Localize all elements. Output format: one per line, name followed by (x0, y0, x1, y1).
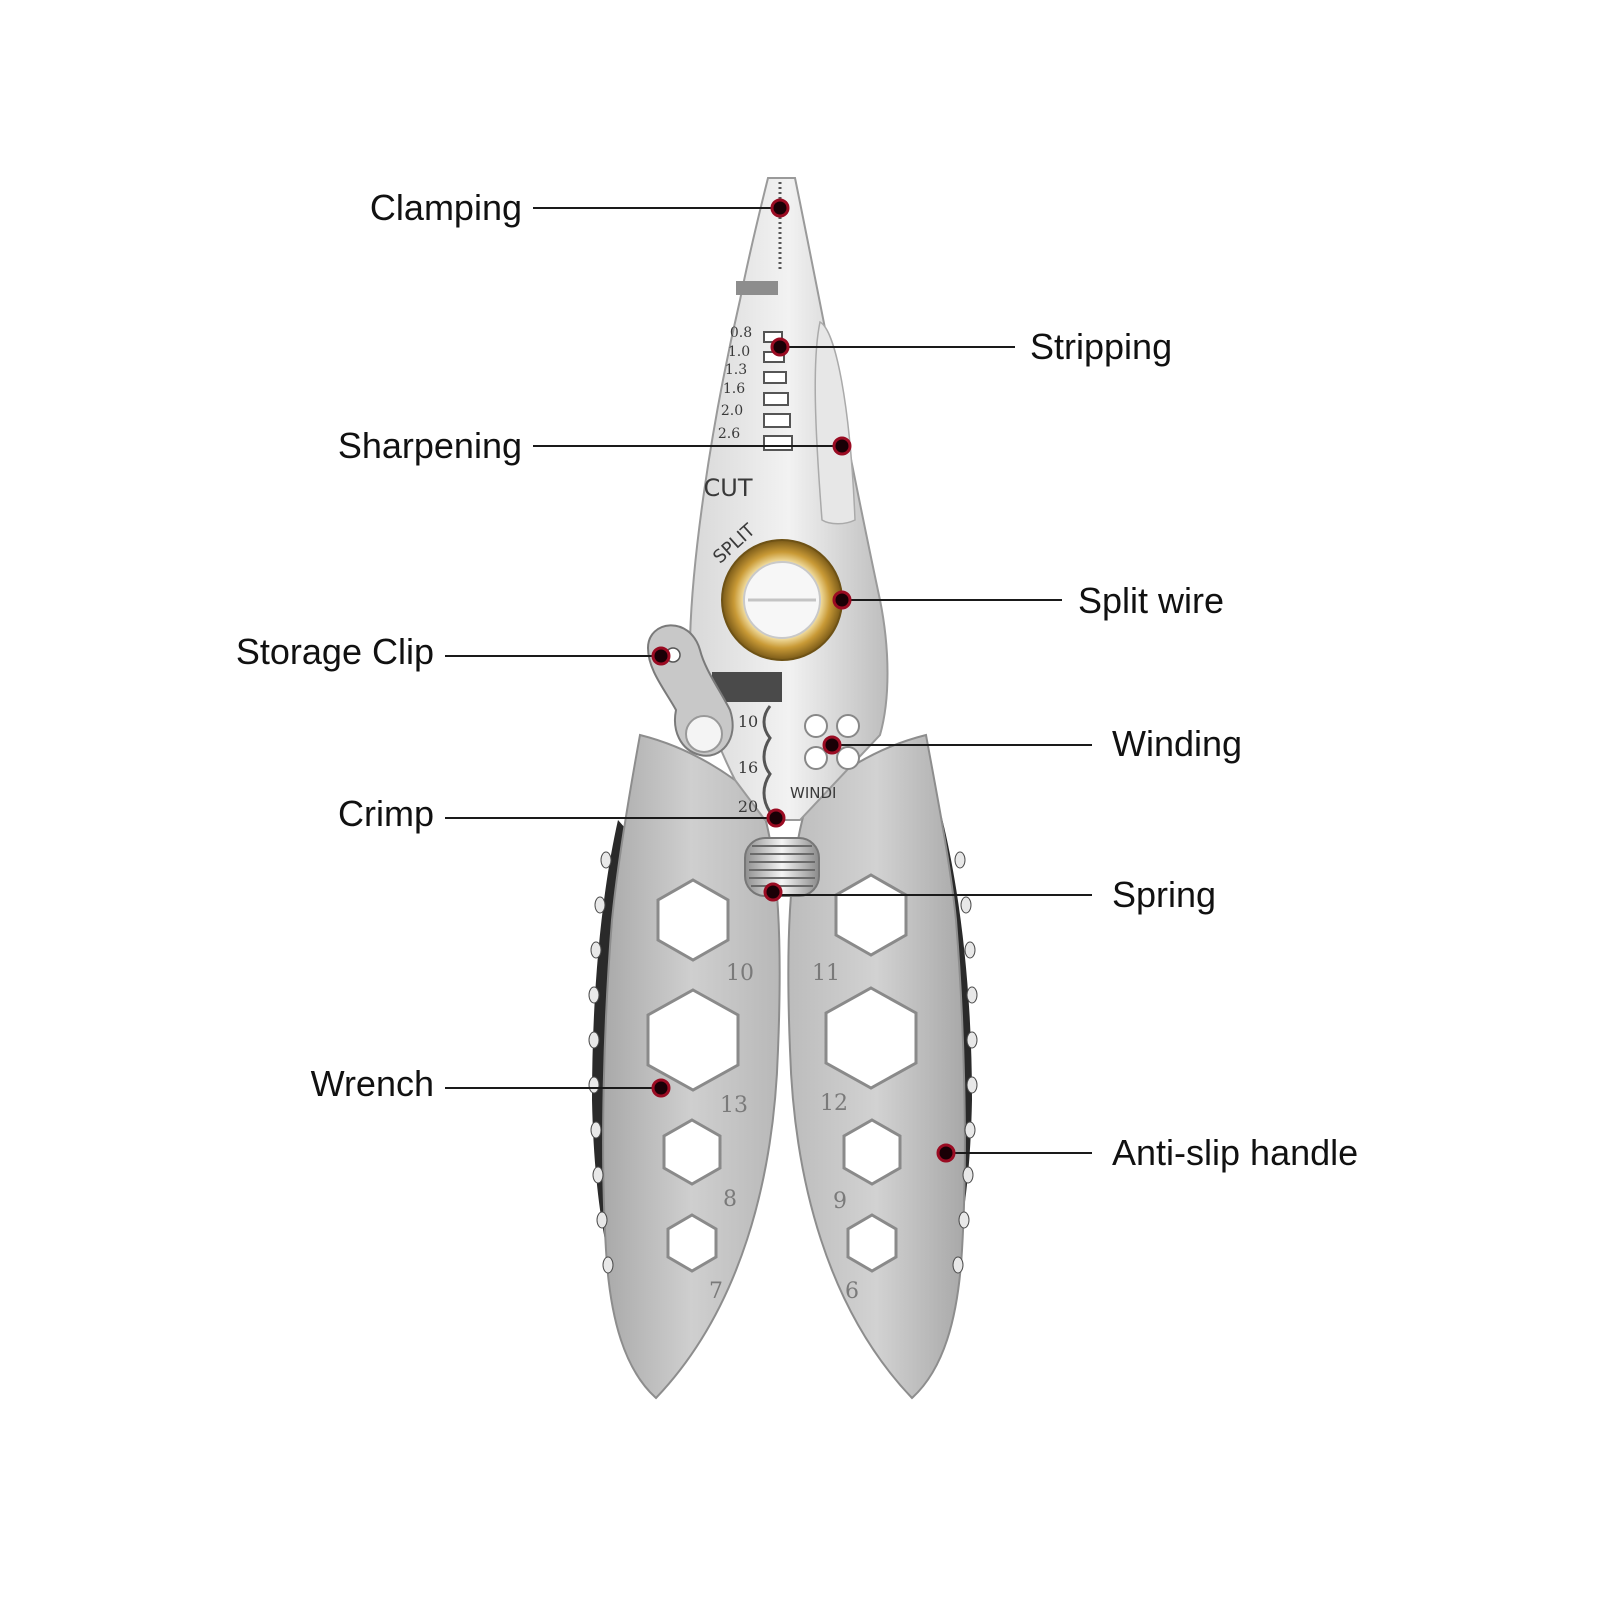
crimp-gauge-2: 20 (738, 797, 758, 816)
anti-slip-handle-dot (936, 1143, 956, 1163)
wrench-size-left-1: 10 (726, 961, 754, 986)
strip-gauge-0: 0.8 (730, 325, 752, 341)
strip-gauge-5: 2.6 (718, 426, 740, 442)
label-anti-slip-handle: Anti-slip handle (1112, 1132, 1358, 1173)
strip-gauge-4: 2.0 (721, 403, 743, 419)
label-clamping: Clamping (370, 187, 522, 228)
clip-rivet (685, 715, 723, 753)
jaw-head: 0.8 1.0 1.3 1.6 2.0 2.6 CUT SPLIT 10 16 … (688, 177, 889, 821)
wrench-size-right-4: 6 (845, 1279, 859, 1304)
winding-engraving: WINDI (790, 784, 836, 802)
clamping-dot (770, 198, 790, 218)
strip-gauge-3: 1.6 (723, 381, 745, 397)
storage-clip-dot (651, 646, 671, 666)
split-wire-dot (832, 590, 852, 610)
callout-labels: Clamping Stripping Sharpening Split wire… (236, 187, 1358, 1173)
strip-gauge-2: 1.3 (725, 362, 747, 378)
sharpening-edge (814, 320, 856, 525)
spring (744, 837, 820, 897)
crimp-dot (766, 808, 786, 828)
label-stripping: Stripping (1030, 326, 1172, 367)
wrench-size-labels: 10 13 8 7 11 12 9 6 (709, 961, 859, 1304)
wrench-holes (646, 873, 918, 1273)
label-winding: Winding (1112, 723, 1242, 764)
callout-dots (651, 198, 956, 1163)
label-wrench: Wrench (311, 1063, 434, 1104)
strip-gauge-labels: 0.8 1.0 1.3 1.6 2.0 2.6 (718, 325, 752, 442)
wrench-size-right-3: 9 (833, 1189, 847, 1214)
crimp-gauge-0: 10 (738, 712, 758, 731)
winding-holes (804, 714, 860, 770)
wrench-size-right-1: 11 (812, 961, 840, 986)
wrench-dot (651, 1078, 671, 1098)
label-crimp: Crimp (338, 793, 434, 834)
stripping-dot (770, 337, 790, 357)
strip-gauge-1: 1.0 (728, 344, 750, 360)
label-storage-clip: Storage Clip (236, 631, 434, 672)
label-spring: Spring (1112, 874, 1216, 915)
cut-engraving: CUT (704, 474, 753, 502)
wrench-size-left-2: 13 (720, 1093, 748, 1118)
wrench-size-right-2: 12 (820, 1091, 848, 1116)
jaw-notch (736, 281, 778, 295)
crimp-gauge-1: 16 (738, 758, 758, 777)
crimp-notches (762, 705, 772, 813)
wrench-size-left-3: 8 (723, 1187, 737, 1212)
callout-leaders (445, 207, 1092, 1154)
spring-dot (763, 882, 783, 902)
label-sharpening: Sharpening (338, 425, 522, 466)
sharpening-dot (832, 436, 852, 456)
winding-dot (822, 735, 842, 755)
label-split-wire: Split wire (1078, 580, 1224, 621)
anti-slip-nubs (588, 851, 978, 1274)
wrench-size-left-4: 7 (709, 1279, 723, 1304)
